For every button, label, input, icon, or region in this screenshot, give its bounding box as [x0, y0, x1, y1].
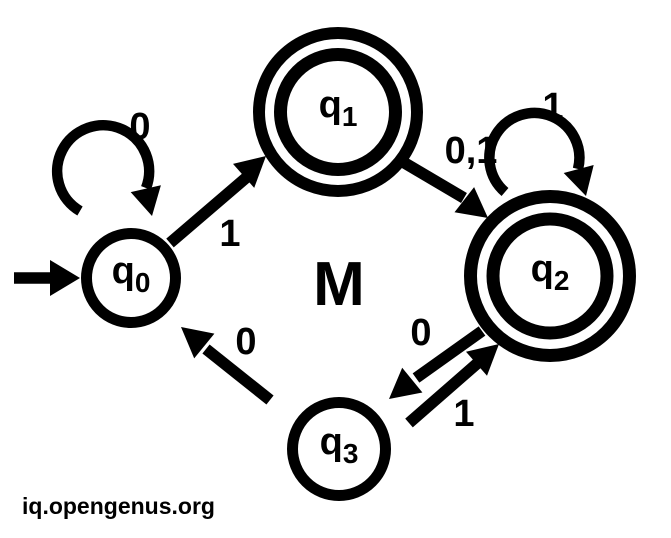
- transition-q2-q3-arrowhead-icon: [389, 367, 423, 399]
- transition-q3-q0-arrowhead-icon: [181, 327, 215, 359]
- state-q1: q1: [253, 27, 423, 197]
- self-loop-q2-arrowhead-icon: [563, 165, 594, 196]
- transition-q0-q1-arrowhead-icon: [233, 156, 266, 188]
- transition-q2-q3-shaft: [412, 326, 486, 383]
- transition-q3-q2-arrowhead-icon: [466, 344, 499, 376]
- transition-q1-q2-arrowhead-icon: [454, 187, 488, 218]
- transition-q3-q2: [405, 344, 499, 428]
- state-q2-label-base: q: [531, 248, 554, 290]
- self-loop-q0-arc: [51, 120, 155, 216]
- transition-label-q2-q3: 0: [410, 312, 431, 354]
- self-loop-q0-arrowhead-icon: [130, 185, 161, 216]
- initial-arrowhead-icon: [50, 260, 80, 296]
- transition-q1-q2-shaft: [400, 157, 467, 203]
- transition-label-q3-q2: 1: [453, 393, 474, 435]
- transition-q1-q2: [400, 157, 488, 218]
- state-q0-label: q0: [112, 250, 151, 298]
- transition-q3-q2-shaft: [405, 356, 484, 428]
- state-q1-label-base: q: [319, 84, 342, 126]
- state-q0-circle: [81, 228, 181, 328]
- transition-label-q1-q2: 0,1: [445, 130, 498, 172]
- self-loop-q0: [51, 120, 161, 216]
- transition-label-q3-q0: 0: [235, 321, 256, 363]
- machine-name-label: M: [313, 250, 365, 319]
- state-q3: q3: [287, 397, 391, 501]
- transition-label-q2-self: 1: [542, 86, 563, 128]
- state-q0-label-base: q: [112, 250, 135, 292]
- state-q1-label: q1: [319, 84, 358, 132]
- initial-arrow: [14, 260, 80, 296]
- state-q3-label: q3: [320, 421, 359, 469]
- state-q2-label-sub: 2: [554, 265, 570, 296]
- state-q3-circle: [287, 397, 391, 501]
- state-q3-label-sub: 3: [343, 438, 359, 469]
- transition-q0-q1-shaft: [166, 172, 251, 248]
- self-loop-q2: [484, 107, 594, 196]
- transition-q2-q3: [389, 326, 486, 399]
- transition-q0-q1: [166, 156, 266, 248]
- state-q2-label: q2: [531, 248, 570, 296]
- state-q2-inner-ring: [486, 212, 614, 340]
- transition-label-q0-self: 0: [129, 106, 150, 148]
- state-q2: q2: [464, 190, 636, 362]
- state-q0: q0: [81, 228, 181, 328]
- state-q3-label-base: q: [320, 421, 343, 463]
- transition-q3-q0: [181, 327, 274, 405]
- state-q1-label-sub: 1: [342, 101, 358, 132]
- state-q0-label-sub: 0: [135, 267, 151, 298]
- transition-q3-q0-shaft: [202, 344, 274, 405]
- watermark-text: iq.opengenus.org: [22, 493, 215, 519]
- state-q1-inner-ring: [274, 48, 402, 176]
- transition-label-q0-q1: 1: [219, 213, 240, 255]
- self-loop-q2-arc: [484, 107, 585, 196]
